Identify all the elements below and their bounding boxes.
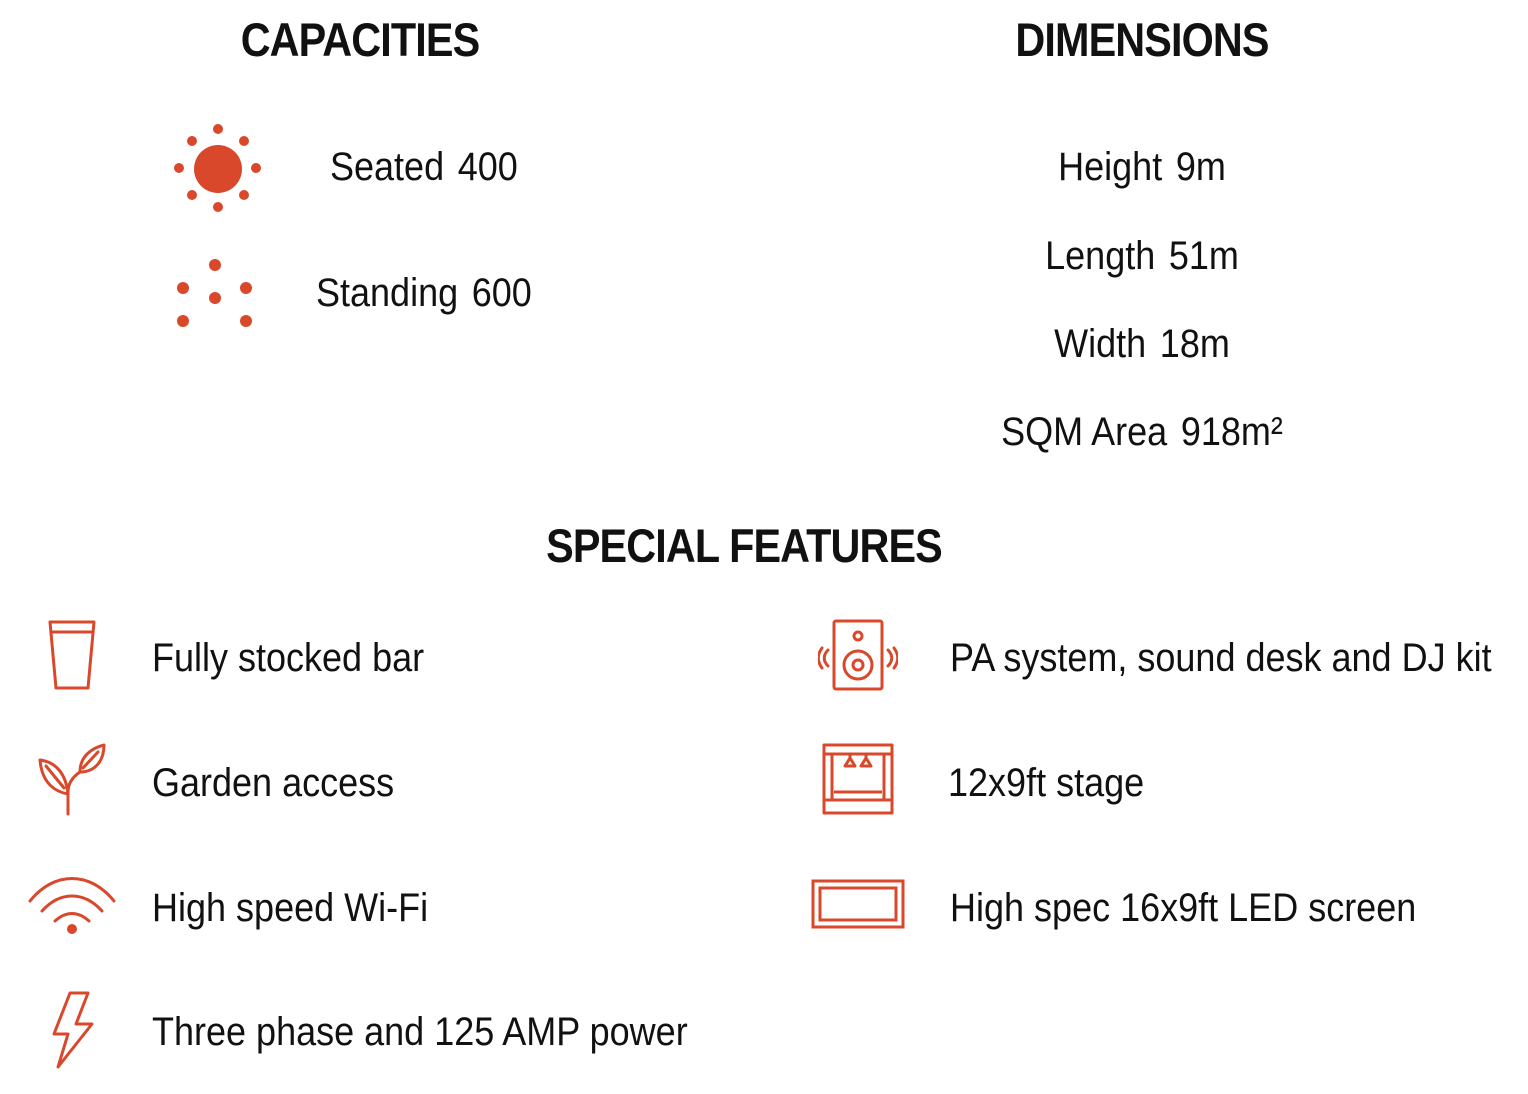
standing-value: 600 [471, 271, 532, 315]
feature-garden: Garden access [152, 761, 395, 805]
dimension-value: 51m [1168, 234, 1239, 278]
speaker-icon [818, 618, 898, 692]
standing-icon [172, 255, 260, 331]
cup-icon [46, 618, 98, 692]
seated-icon [172, 123, 264, 215]
dimension-sqm-area: SQM Area 918m² [962, 410, 1322, 455]
plant-icon [36, 742, 108, 816]
screen-icon [810, 878, 906, 930]
lightning-icon [50, 990, 96, 1070]
feature-bar: Fully stocked bar [152, 636, 425, 680]
feature-wifi: High speed Wi-Fi [152, 886, 429, 930]
dimension-height: Height 9m [962, 145, 1322, 190]
standing-capacity: Standing 600 [316, 271, 532, 316]
dimension-value: 18m [1159, 322, 1230, 366]
dimension-width: Width 18m [962, 322, 1322, 367]
seated-value: 400 [457, 145, 518, 189]
feature-stage: 12x9ft stage [948, 761, 1145, 805]
dimension-value: 9m [1175, 145, 1226, 189]
capacities-heading: CAPACITIES [240, 13, 480, 66]
dimension-label: Length [1045, 234, 1156, 278]
dimension-label: SQM Area [1001, 410, 1168, 454]
stage-icon [820, 742, 896, 816]
standing-label: Standing [316, 271, 459, 315]
dimension-value: 918m² [1180, 410, 1283, 454]
feature-power: Three phase and 125 AMP power [152, 1010, 688, 1054]
dimension-label: Height [1058, 145, 1163, 189]
feature-led-screen: High spec 16x9ft LED screen [950, 886, 1417, 930]
dimension-length: Length 51m [962, 234, 1322, 279]
dimensions-heading: DIMENSIONS [1015, 13, 1269, 66]
dimension-label: Width [1054, 322, 1147, 366]
seated-capacity: Seated 400 [330, 145, 518, 190]
special-features-heading: SPECIAL FEATURES [546, 519, 943, 572]
feature-pa-system: PA system, sound desk and DJ kit [950, 636, 1492, 680]
wifi-icon [26, 873, 118, 937]
seated-label: Seated [330, 145, 445, 189]
